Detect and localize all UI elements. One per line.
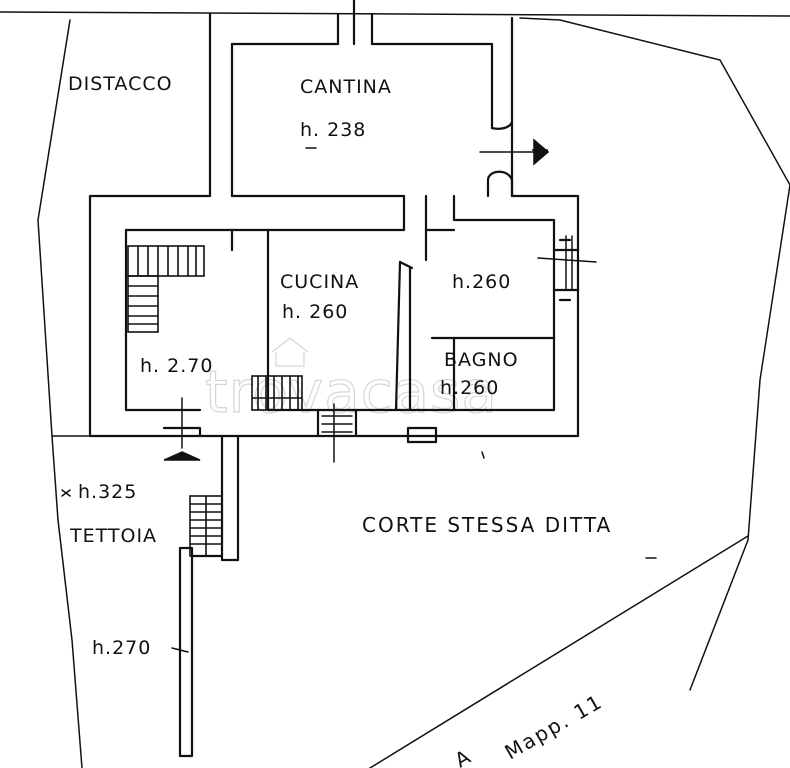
label-mapp-prefix: A [451, 744, 477, 768]
label-cantina-height: h. 238 [300, 119, 366, 141]
watermark-house-icon [271, 337, 309, 367]
entrance-arrow-icon [532, 138, 550, 166]
label-tettoia-height: h.325 [78, 481, 137, 503]
staircase [189, 495, 223, 557]
watermark: trovacasa [205, 358, 498, 426]
label-mapp: Mapp. 11 [501, 689, 607, 764]
staircase [251, 375, 303, 411]
label-cucina: CUCINA [280, 271, 359, 293]
property-boundary [0, 11, 790, 768]
label-room-height: h.260 [452, 271, 511, 293]
label-corte: CORTE STESSA DITTA [362, 513, 612, 537]
entrance-arrow-icon [163, 451, 201, 461]
label-distacco: DISTACCO [68, 73, 173, 95]
staircase [127, 245, 205, 333]
label-bagno: BAGNO [444, 349, 519, 371]
label-bagno-height: h.260 [440, 377, 499, 399]
label-cucina-height: h. 260 [282, 301, 348, 323]
window-symbols [171, 151, 597, 653]
label-lower-height: h.270 [92, 637, 151, 659]
label-cantina: CANTINA [300, 76, 392, 98]
label-left-room-height: h. 2.70 [140, 355, 213, 377]
label-tettoia: TETTOIA [69, 525, 157, 547]
tick-marks [61, 147, 657, 559]
